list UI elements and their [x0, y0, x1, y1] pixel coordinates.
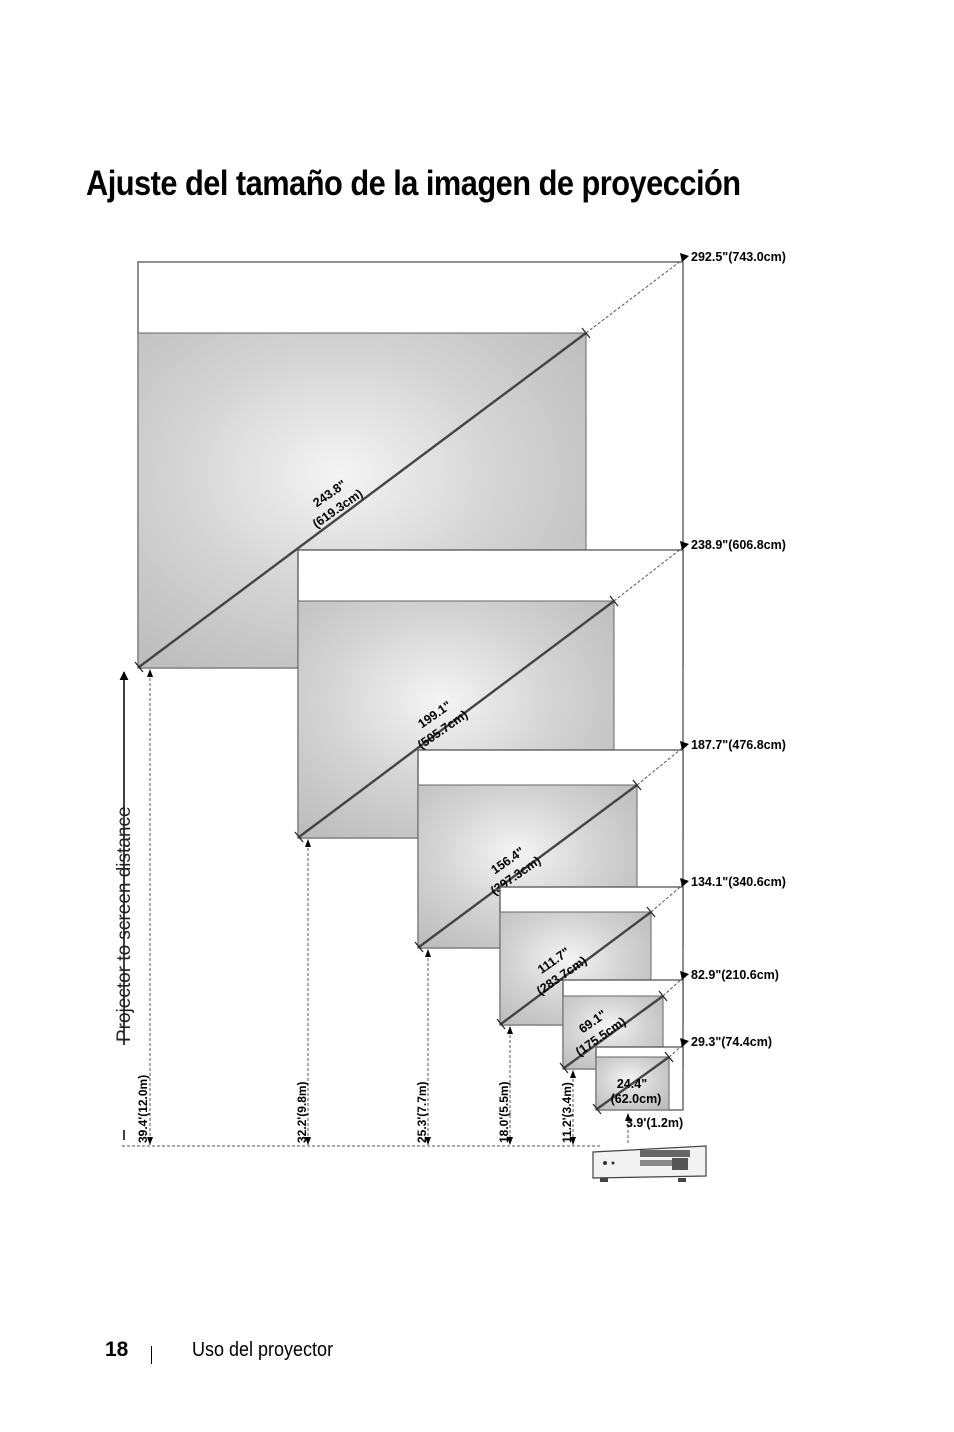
arrow-head	[680, 1038, 689, 1047]
distance-axis-label: Projector to screen distance	[114, 806, 135, 1042]
max-diagonal-extension	[585, 256, 687, 334]
distance-dimension-4: 18.0'(5.5m)	[497, 1026, 513, 1145]
distance-label: 3.9'(1.2m)	[626, 1116, 683, 1130]
arrow-head	[507, 1026, 513, 1034]
max-diagonal-extension	[668, 1041, 687, 1058]
diagonal-tick	[134, 661, 144, 673]
arrow-head	[425, 949, 431, 957]
distance-label: 32.2'(9.8m)	[295, 1081, 309, 1143]
arrow-head	[680, 741, 689, 750]
arrow-head	[680, 971, 689, 980]
projector-icon	[592, 1145, 707, 1182]
max-diagonal-label: 82.9"(210.6cm)	[691, 968, 779, 982]
distance-dimension-2: 32.2'(9.8m)	[295, 839, 311, 1145]
arrow-head	[507, 1137, 513, 1145]
max-diagonal-extension	[613, 544, 687, 602]
max-diagonal-label: 238.9"(606.8cm)	[691, 538, 786, 552]
distance-label: 25.3'(7.7m)	[415, 1081, 429, 1143]
footer-divider	[151, 1346, 152, 1364]
page-number: 18	[105, 1338, 129, 1361]
distance-label: 11.2'(3.4m)	[560, 1082, 574, 1143]
image-diagonal	[298, 600, 615, 838]
arrow-head	[147, 1137, 153, 1145]
arrow-head	[680, 253, 689, 262]
distance-dimension-3: 25.3'(7.7m)	[415, 949, 431, 1145]
diagonal-tick	[592, 1103, 602, 1115]
distance-dimension-6: 3.9'(1.2m)	[625, 1113, 683, 1145]
arrow-head	[305, 1137, 311, 1145]
max-diagonal-label: 187.7"(476.8cm)	[691, 738, 786, 752]
distance-label: 18.0'(5.5m)	[497, 1081, 511, 1143]
max-diagonal-extension	[636, 744, 687, 786]
arrow-head	[305, 839, 311, 847]
image-diagonal	[500, 911, 652, 1025]
diagonal-cm-label: (62.0cm)	[611, 1092, 662, 1106]
image-diagonal	[563, 995, 664, 1069]
max-diagonal-label: 29.3"(74.4cm)	[691, 1035, 772, 1049]
diagonal-tick	[294, 831, 304, 843]
distance-axis: Projector to screen distance	[114, 671, 135, 1140]
arrow-head	[570, 1070, 576, 1078]
distance-dimension-5: 11.2'(3.4m)	[560, 1070, 576, 1145]
arrow-head	[570, 1137, 576, 1145]
arrow-head	[147, 669, 153, 677]
image-diagonal	[138, 332, 587, 668]
arrow-head	[625, 1113, 631, 1121]
screen-6: 29.3"(74.4cm) 24.4"(62.0cm)	[592, 1035, 772, 1115]
arrow-head	[425, 1137, 431, 1145]
diagonal-tick	[496, 1018, 506, 1030]
arrow-head	[680, 541, 689, 550]
diagonal-tick	[414, 941, 424, 953]
max-diagonal-label: 292.5"(743.0cm)	[691, 250, 786, 264]
max-diagonal-extension	[650, 881, 687, 913]
page-title: Ajuste del tamaño de la imagen de proyec…	[86, 164, 741, 203]
distance-dimension-1: 39.4'(12.0m)	[136, 669, 153, 1145]
image-diagonal	[596, 1056, 670, 1110]
image-diagonal	[418, 784, 638, 948]
screen-4: 134.1"(340.6cm)111.7"(283.7cm)	[496, 875, 786, 1030]
diagonal-inches-label: 24.4"	[617, 1077, 647, 1091]
section-name: Uso del proyector	[192, 1339, 334, 1361]
distance-label: 39.4'(12.0m)	[136, 1075, 150, 1143]
diagonal-tick	[559, 1062, 569, 1074]
arrow-head	[680, 878, 689, 887]
max-diagonal-label: 134.1"(340.6cm)	[691, 875, 786, 889]
